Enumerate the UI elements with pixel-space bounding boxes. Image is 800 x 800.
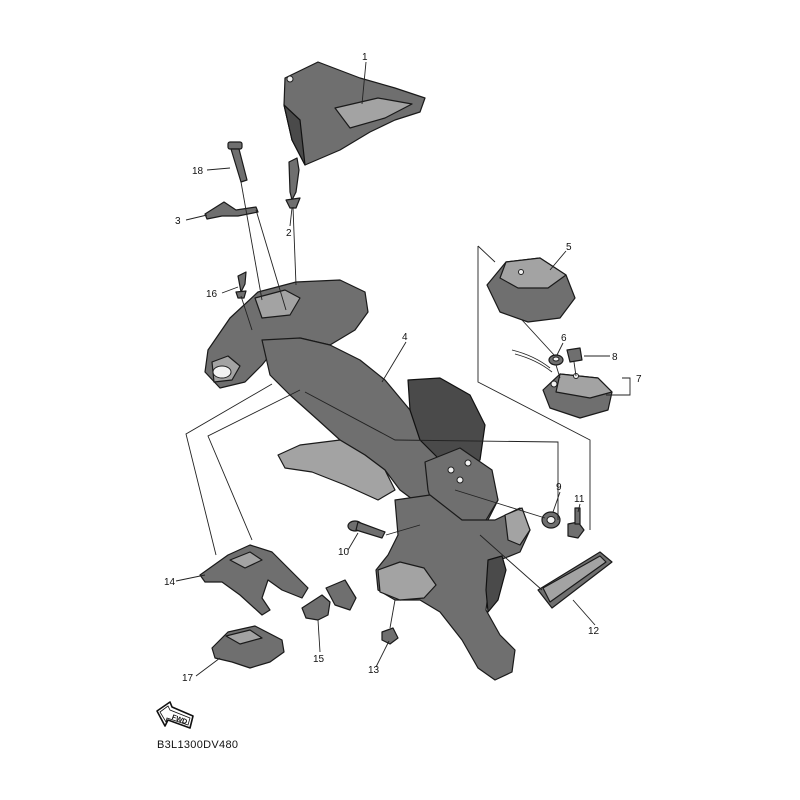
callout-16: 16 <box>206 289 218 300</box>
callout-6: 6 <box>561 333 567 344</box>
callout-10: 10 <box>338 547 350 558</box>
callout-5: 5 <box>566 242 572 253</box>
part-2-clip <box>285 157 301 209</box>
callout-3: 3 <box>175 216 181 227</box>
drawing-code: B3L1300DV480 <box>157 739 238 751</box>
part-11-nut <box>567 507 585 539</box>
callout-14: 14 <box>164 577 176 588</box>
callout-8: 8 <box>612 352 618 363</box>
callout-15: 15 <box>313 654 325 665</box>
callout-numbers: 1 2 3 4 5 6 7 8 9 10 11 12 13 14 15 16 1… <box>164 52 642 684</box>
callout-7: 7 <box>636 374 642 385</box>
part-13-nut <box>381 627 399 645</box>
part-14-lower-bracket <box>199 544 309 616</box>
guide-lines <box>185 181 591 629</box>
part-16-clip <box>235 271 247 299</box>
callout-4: 4 <box>402 332 408 343</box>
part-8-clip <box>566 347 583 363</box>
callout-18: 18 <box>192 166 204 177</box>
part-5-tail-light <box>486 257 576 323</box>
callout-1: 1 <box>362 52 368 63</box>
part-17-lower-cover <box>211 625 285 669</box>
callout-2: 2 <box>286 228 292 239</box>
callout-12: 12 <box>588 626 600 637</box>
callout-9: 9 <box>556 482 562 493</box>
part-4-rear-frame <box>204 279 531 681</box>
callout-17: 17 <box>182 673 194 684</box>
part-3-bracket <box>204 201 259 220</box>
part-18-bolt <box>227 141 248 183</box>
part-15-clamp <box>301 579 357 621</box>
fwd-direction-badge: FWD <box>156 701 194 729</box>
callout-leaders <box>175 61 631 677</box>
part-1-top-cover <box>283 61 426 166</box>
part-9-bush <box>541 511 561 529</box>
callout-13: 13 <box>368 665 380 676</box>
part-10-bolt <box>347 520 386 539</box>
part-6-grommet <box>548 354 564 366</box>
part-7-light-assembly <box>511 349 613 419</box>
part-12-reflector <box>537 551 613 609</box>
callout-11: 11 <box>574 494 585 505</box>
